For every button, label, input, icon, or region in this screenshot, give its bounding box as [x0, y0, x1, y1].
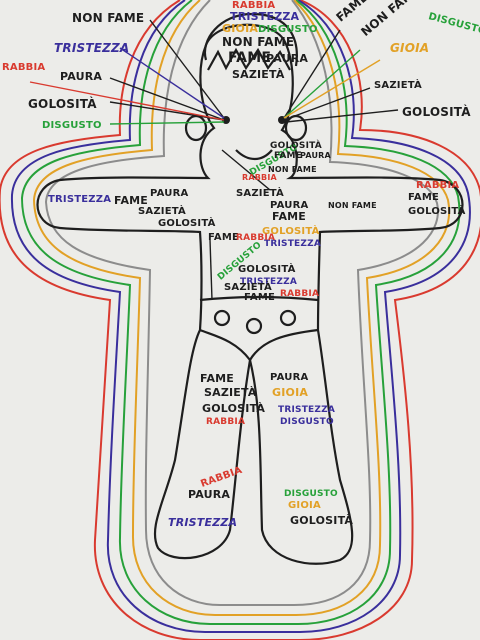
left-ear: [184, 114, 208, 142]
outline-green: [20, 0, 461, 625]
label-chest-fame: FAME: [272, 210, 306, 223]
label-leg-disgusto: DISGUSTO: [280, 417, 334, 427]
label-mouth-rabbia: RABBIA: [242, 173, 278, 182]
shorts-top: [199, 295, 319, 302]
label-mouth-paura: PAURA: [300, 151, 332, 160]
label-belly-fame-2: FAME: [244, 292, 275, 303]
label-non-fame-head: NON FAME: [222, 35, 294, 49]
pointer-line: [29, 81, 225, 121]
label-chest-golosita: GOLOSITÀ: [262, 224, 320, 237]
label-paura-head: PAURA: [266, 52, 308, 65]
label-foot-tristezza: TRISTEZZA: [168, 516, 237, 529]
label-non-fame-right: NON FAME: [358, 0, 422, 39]
label-fame-head: FAME: [228, 50, 271, 66]
label-belly-tristezza: TRISTEZZA: [240, 277, 297, 287]
shorts-flower: [245, 317, 263, 335]
label-gioia-top: GIOIA: [222, 22, 258, 35]
label-mouth-non-fame: NON FAME: [268, 165, 317, 174]
label-sazieta-head: SAZIETÀ: [232, 68, 285, 81]
hair-fringe: [207, 47, 291, 71]
label-arm-right-non-fame: NON FAME: [328, 201, 377, 210]
label-golosita-right: GOLOSITÀ: [402, 104, 471, 119]
label-foot-paura: PAURA: [188, 488, 230, 501]
mouth: [235, 149, 273, 161]
pointer-line: [283, 49, 361, 119]
body-outline: [36, 23, 464, 565]
pointer-line: [283, 29, 341, 119]
pointer-line: [221, 149, 271, 191]
label-arm-golosita: GOLOSITÀ: [158, 216, 216, 229]
label-paura-left: PAURA: [60, 70, 102, 83]
label-disgusto-right: DISGUSTO: [427, 11, 480, 37]
label-foot-disgusto: DISGUSTO: [284, 489, 338, 499]
pointer-line: [283, 59, 381, 119]
label-rabbia-edge: RABBIA: [2, 62, 45, 73]
label-arm-sazieta: SAZIETÀ: [138, 204, 186, 217]
label-chest-sazieta: SAZIETÀ: [236, 186, 284, 199]
label-foot-rabbia: RABBIA: [199, 465, 244, 490]
label-foot-golosita: GOLOSITÀ: [290, 514, 353, 527]
label-belly-rabbia: RABBIA: [236, 233, 275, 243]
label-disgusto-top: DISGUSTO: [258, 24, 318, 35]
label-mouth-fame: FAME: [274, 151, 302, 161]
label-leg-golosita: GOLOSITÀ: [202, 402, 265, 415]
label-arm-tristezza: TRISTEZZA: [48, 194, 111, 205]
label-disgusto-left: DISGUSTO: [42, 120, 102, 131]
label-arm-right-golosita: GOLOSITÀ: [408, 204, 466, 217]
label-sazieta-right: SAZIETÀ: [374, 78, 422, 91]
shorts-bottom: [199, 328, 319, 362]
pointer-line: [109, 101, 225, 121]
outline-orange: [32, 0, 451, 616]
label-arm-fame: FAME: [114, 194, 148, 207]
shorts-flower: [279, 309, 297, 327]
pointer-line: [209, 239, 213, 301]
shorts-flower: [213, 309, 231, 327]
label-arm-right-rabbia: RABBIA: [416, 180, 459, 191]
label-tristezza-top: TRISTEZZA: [230, 10, 300, 23]
hair-outline: [203, 12, 298, 67]
label-non-fame-top: NON FAME: [72, 11, 144, 25]
label-golosita-left: GOLOSITÀ: [28, 96, 97, 111]
label-leg-fame: FAME: [200, 372, 234, 385]
label-gioia-right: GIOIA: [390, 41, 429, 55]
label-arm-right-fame: FAME: [408, 192, 439, 203]
pointer-line: [109, 121, 225, 125]
label-arm-paura: PAURA: [150, 188, 188, 199]
pointer-line: [285, 109, 399, 123]
label-leg-tristezza: TRISTEZZA: [278, 405, 335, 415]
label-leg-sazieta: SAZIETÀ: [204, 386, 257, 399]
label-leg-paura: PAURA: [270, 372, 308, 383]
label-chest-tristezza: TRISTEZZA: [264, 239, 321, 249]
label-foot-gioia: GIOIA: [288, 500, 321, 511]
label-belly-fame: FAME: [208, 232, 239, 243]
label-belly-sazieta: SAZIETÀ: [224, 280, 272, 293]
label-belly-rabbia-2: RABBIA: [280, 289, 319, 299]
label-leg-rabbia: RABBIA: [206, 417, 245, 427]
label-belly-golosita: GOLOSITÀ: [238, 262, 296, 275]
label-chest-paura: PAURA: [270, 200, 308, 211]
label-fame-right-top: FAME: [333, 0, 370, 25]
pointer-line: [149, 19, 225, 119]
label-leg-gioia: GIOIA: [272, 386, 308, 399]
pointer-line: [109, 77, 225, 121]
label-mouth-golosita: GOLOSITÀ: [270, 139, 322, 151]
outline-purple: [10, 0, 471, 633]
label-tristezza-left: TRISTEZZA: [54, 41, 129, 55]
pointer-line: [283, 87, 371, 121]
label-rabbia-top: RABBIA: [232, 0, 275, 11]
pointer-line: [119, 47, 225, 119]
